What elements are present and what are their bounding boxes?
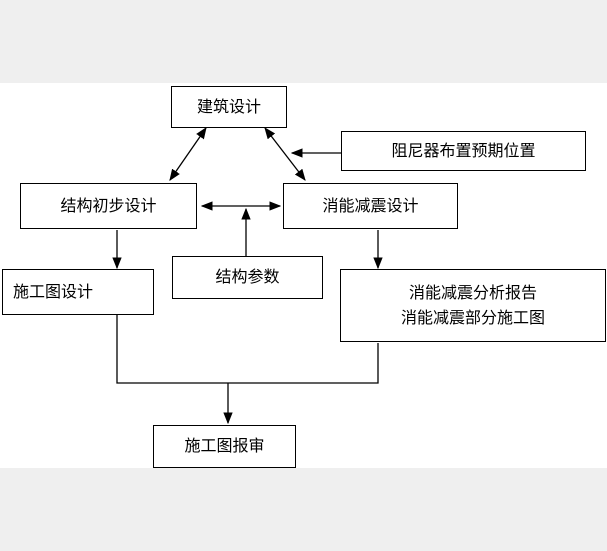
node-label: 消能减震设计 bbox=[322, 195, 419, 215]
node-structure-parameters: 结构参数 bbox=[172, 256, 323, 299]
node-label: 施工图设计 bbox=[13, 281, 94, 301]
node-energy-dissipation-design: 消能减震设计 bbox=[283, 183, 458, 229]
node-label: 施工图报审 bbox=[184, 436, 265, 456]
node-construction-drawing-design: 施工图设计 bbox=[2, 269, 154, 315]
arrow-architecture-to-energy bbox=[264, 127, 306, 181]
node-label: 阻尼器布置预期位置 bbox=[391, 140, 536, 160]
node-architecture-design: 建筑设计 bbox=[171, 86, 287, 128]
node-label-line1: 消能减震分析报告 bbox=[408, 282, 537, 302]
connector-layer bbox=[112, 127, 383, 425]
diagram-canvas: 建筑设计 阻尼器布置预期位置 结构初步设计 消能减震设计 结构参数 施工图设计 … bbox=[0, 83, 607, 468]
node-analysis-report: 消能减震分析报告 消能减震部分施工图 bbox=[340, 269, 606, 342]
arrow-architecture-to-structure bbox=[169, 127, 207, 181]
node-label: 结构参数 bbox=[215, 267, 280, 287]
node-label-line2: 消能减震部分施工图 bbox=[400, 307, 545, 327]
node-drawing-review: 施工图报审 bbox=[153, 425, 296, 468]
node-label: 结构初步设计 bbox=[60, 195, 157, 215]
node-structure-preliminary: 结构初步设计 bbox=[20, 183, 197, 229]
node-damper-layout: 阻尼器布置预期位置 bbox=[341, 131, 586, 171]
merge-line bbox=[116, 314, 379, 384]
node-label: 建筑设计 bbox=[196, 96, 261, 116]
